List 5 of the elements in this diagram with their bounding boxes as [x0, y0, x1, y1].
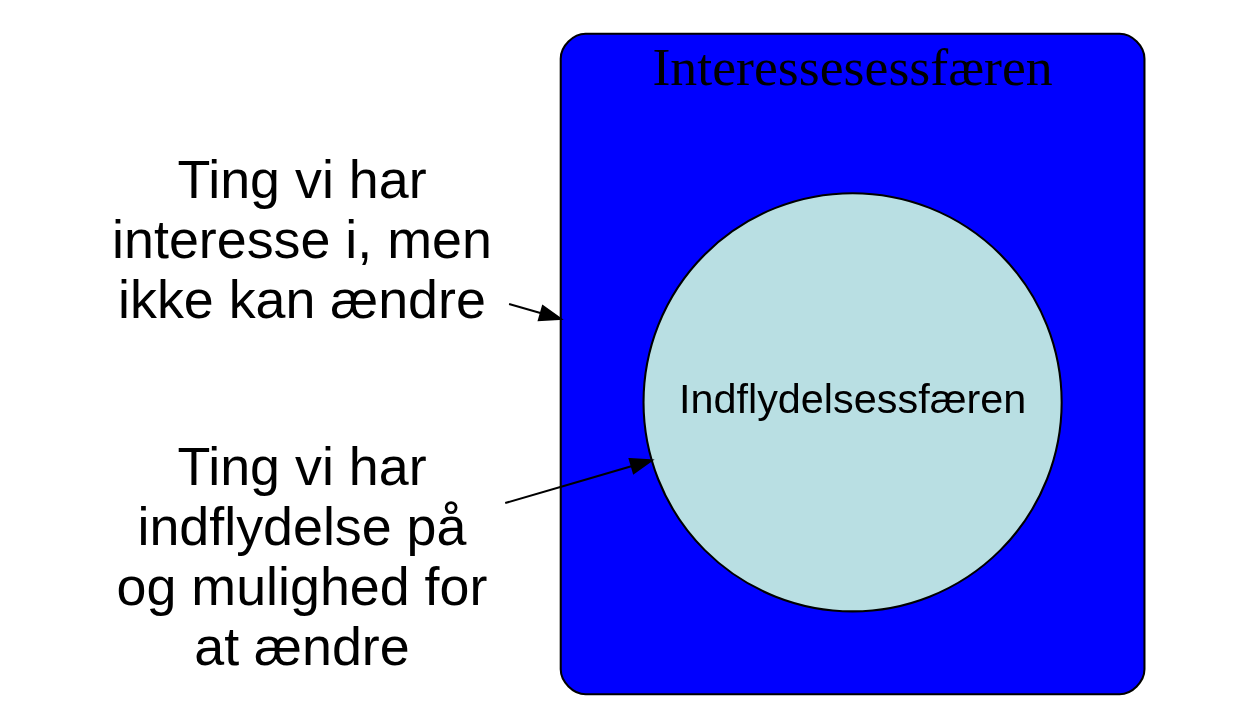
node-circle: Indflydelsessfæren [642, 191, 1063, 612]
node-text: Ting vi har indflydelse på og mulighed for at ændre [116, 435, 488, 676]
arrow [504, 457, 655, 504]
node-text: Ting vi har interesse i, men ikke kan ændre [112, 148, 492, 329]
arrow [508, 302, 564, 321]
